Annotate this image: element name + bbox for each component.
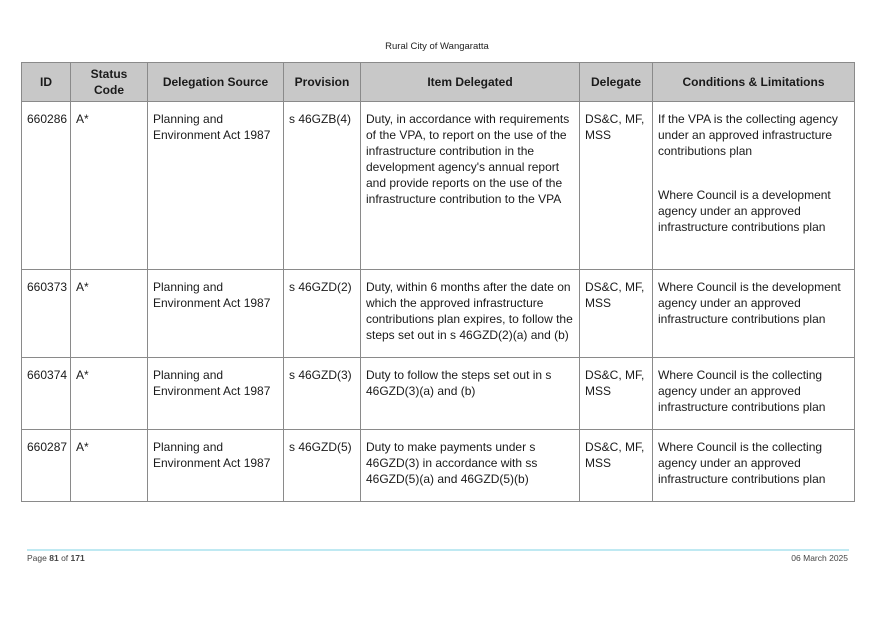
cell-item-delegated: Duty, in accordance with requirements of… [360,101,580,270]
column-header-delegation-source: Delegation Source [147,62,284,102]
table-row: 660374 A* Planning and Environment Act 1… [21,357,855,430]
footer-divider [27,549,849,551]
column-header-id: ID [21,62,71,102]
cell-id: 660374 [21,357,71,430]
column-header-status-code: Status Code [70,62,148,102]
condition-text: Where Council is the collecting agency u… [658,440,826,486]
cell-conditions-limitations: Where Council is the development agency … [652,269,855,358]
condition-text: If the VPA is the collecting agency unde… [658,112,838,158]
table-row: 660287 A* Planning and Environment Act 1… [21,429,855,502]
page-of-label: of [61,553,69,563]
cell-status-code: A* [70,269,148,358]
cell-delegate: DS&C, MF, MSS [579,269,653,358]
cell-id: 660287 [21,429,71,502]
table-row: 660373 A* Planning and Environment Act 1… [21,269,855,358]
cell-status-code: A* [70,357,148,430]
cell-delegation-source: Planning and Environment Act 1987 [147,269,284,358]
cell-item-delegated: Duty to make payments under s 46GZD(3) i… [360,429,580,502]
cell-delegate: DS&C, MF, MSS [579,357,653,430]
cell-delegation-source: Planning and Environment Act 1987 [147,357,284,430]
page-total: 171 [70,553,85,563]
cell-item-delegated: Duty, within 6 months after the date on … [360,269,580,358]
cell-delegate: DS&C, MF, MSS [579,429,653,502]
condition-spacer [658,159,849,187]
cell-id: 660286 [21,101,71,270]
cell-status-code: A* [70,429,148,502]
condition-text: Where Council is the development agency … [658,280,841,326]
footer-date: 06 March 2025 [791,553,848,563]
column-header-conditions-limitations: Conditions & Limitations [652,62,855,102]
cell-delegate: DS&C, MF, MSS [579,101,653,270]
cell-delegation-source: Planning and Environment Act 1987 [147,429,284,502]
table-row: 660286 A* Planning and Environment Act 1… [21,101,855,270]
cell-delegation-source: Planning and Environment Act 1987 [147,101,284,270]
cell-conditions-limitations: Where Council is the collecting agency u… [652,429,855,502]
cell-conditions-limitations: Where Council is the collecting agency u… [652,357,855,430]
column-header-delegate: Delegate [579,62,653,102]
column-header-provision: Provision [283,62,361,102]
cell-item-delegated: Duty to follow the steps set out in s 46… [360,357,580,430]
cell-provision: s 46GZD(3) [283,357,361,430]
page-header-title: Rural City of Wangaratta [385,41,489,52]
page-label: Page [27,553,47,563]
cell-status-code: A* [70,101,148,270]
table-header-row: ID Status Code Delegation Source Provisi… [21,62,855,102]
cell-id: 660373 [21,269,71,358]
condition-text: Where Council is a development agency un… [658,188,831,234]
cell-provision: s 46GZD(5) [283,429,361,502]
cell-provision: s 46GZB(4) [283,101,361,270]
page-number: Page 81 of 171 [27,553,85,563]
condition-text: Where Council is the collecting agency u… [658,368,826,414]
delegations-table: ID Status Code Delegation Source Provisi… [21,62,855,502]
cell-provision: s 46GZD(2) [283,269,361,358]
page-current: 81 [49,553,59,563]
cell-conditions-limitations: If the VPA is the collecting agency unde… [652,101,855,270]
column-header-item-delegated: Item Delegated [360,62,580,102]
